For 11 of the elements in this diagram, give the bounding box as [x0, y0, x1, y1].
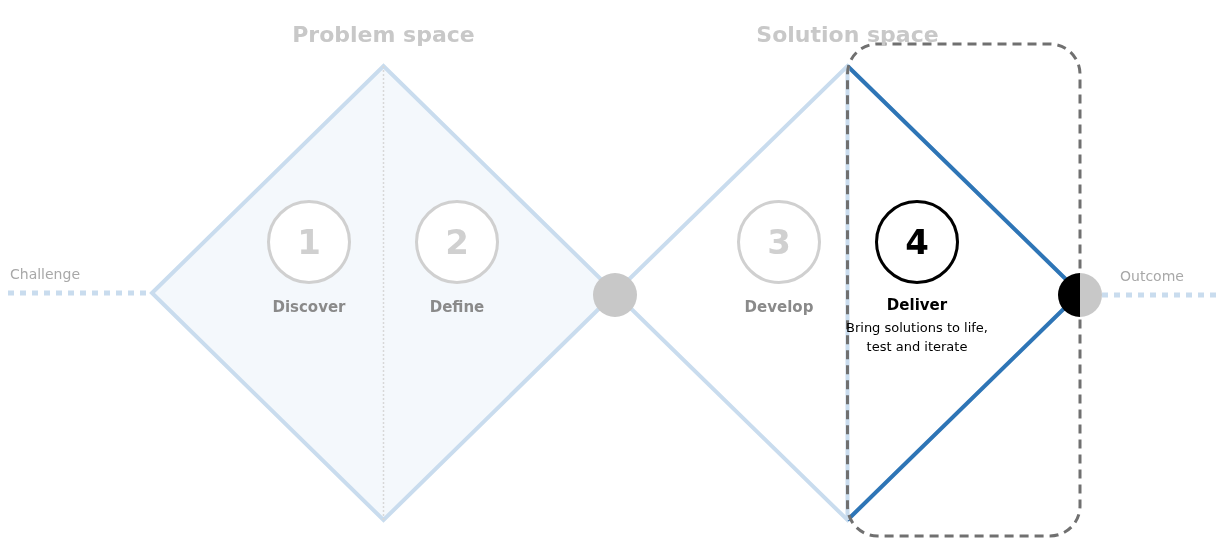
edge-label: Challenge — [10, 266, 80, 282]
step-number: 4 — [875, 200, 959, 284]
step-name: Discover — [271, 298, 347, 316]
junction-dot — [1058, 273, 1102, 317]
step-name: Define — [428, 298, 486, 316]
edge-label: Outcome — [1120, 268, 1184, 284]
step-name: Develop — [743, 298, 815, 316]
junction-dot — [593, 273, 637, 317]
step-name: Deliver — [885, 296, 949, 314]
step-description: Bring solutions to life, test and iterate — [845, 319, 989, 356]
dotted-line — [1102, 292, 1218, 298]
